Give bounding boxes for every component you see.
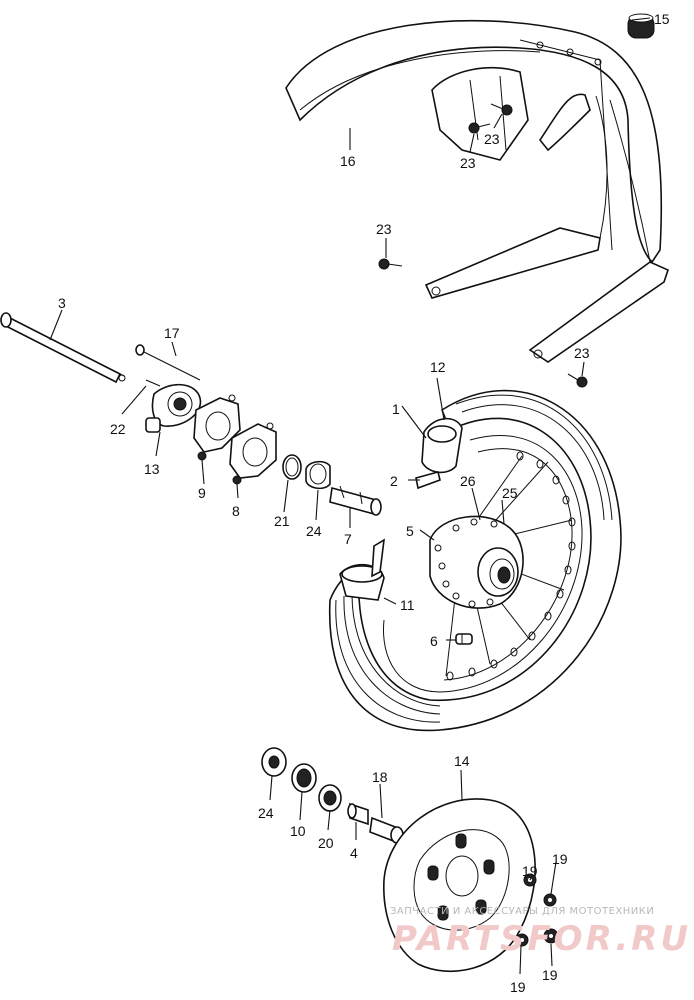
bearing-24-lower — [261, 747, 287, 777]
tube-11 — [339, 538, 385, 601]
watermark-tagline: ЗАПЧАСТИ И АКСЕССУАРЫ ДЛЯ МОТОТЕХНИКИ — [390, 906, 654, 917]
front-fender — [285, 19, 669, 363]
callout-6: 6 — [430, 633, 438, 649]
bolt-parts — [378, 103, 588, 388]
callout-23-c: 23 — [376, 221, 392, 237]
callout-15: 15 — [654, 11, 670, 27]
callout-19-d: 19 — [542, 967, 558, 983]
callout-3: 3 — [58, 295, 66, 311]
seal-10 — [291, 763, 317, 793]
callout-16: 16 — [340, 153, 356, 169]
grommet-part — [627, 13, 655, 39]
callout-2: 2 — [390, 473, 398, 489]
callout-19-b: 19 — [552, 851, 568, 867]
o-ring-21 — [282, 454, 302, 480]
callout-10: 10 — [290, 823, 306, 839]
bearing-24-upper — [305, 460, 331, 490]
callout-12: 12 — [430, 359, 446, 375]
callout-23-d: 23 — [574, 345, 590, 361]
callout-20: 20 — [318, 835, 334, 851]
callout-4: 4 — [350, 845, 358, 861]
tube-1 — [415, 417, 463, 490]
retainer-9 — [193, 394, 241, 461]
bolt-17 — [135, 344, 201, 381]
callout-26: 26 — [460, 473, 476, 489]
callout-18: 18 — [372, 769, 388, 785]
callout-14: 14 — [454, 753, 470, 769]
callout-19-a: 19 — [522, 863, 538, 879]
spacer-4 — [347, 802, 369, 826]
leader-lines — [49, 17, 651, 975]
callout-19-c: 19 — [510, 979, 526, 995]
callout-7: 7 — [344, 531, 352, 547]
retainer-8 — [229, 422, 277, 485]
callout-11: 11 — [400, 597, 415, 613]
brake-disc-14 — [383, 798, 536, 972]
valve-6 — [455, 633, 473, 645]
callout-24-a: 24 — [306, 523, 322, 539]
callout-23-a: 23 — [460, 155, 476, 171]
callout-21: 21 — [274, 513, 290, 529]
gearbox-13 — [145, 383, 202, 433]
nut-parts — [515, 873, 559, 947]
callout-9: 9 — [198, 485, 206, 501]
callout-13: 13 — [144, 461, 160, 477]
callout-8: 8 — [232, 503, 240, 519]
seal-20 — [318, 784, 342, 812]
spacer-18 — [369, 816, 404, 844]
screw-22 — [145, 379, 161, 387]
callout-1: 1 — [392, 401, 400, 417]
callout-23-b: 23 — [484, 131, 500, 147]
front-wheel — [328, 389, 622, 732]
callout-17: 17 — [164, 325, 180, 341]
watermark: ЗАПЧАСТИ И АКСЕССУАРЫ ДЛЯ МОТОТЕХНИКИ PA… — [390, 906, 691, 959]
callout-24-b: 24 — [258, 805, 274, 821]
front-axle — [0, 312, 126, 384]
callout-labels: 15 16 23 23 23 23 3 17 22 13 9 8 21 24 7… — [58, 11, 670, 995]
callout-22: 22 — [110, 421, 126, 437]
watermark-brand: PARTSFOR.RU — [392, 919, 691, 959]
spacer-7 — [329, 485, 382, 516]
callout-5: 5 — [406, 523, 414, 539]
callout-25: 25 — [502, 485, 518, 501]
